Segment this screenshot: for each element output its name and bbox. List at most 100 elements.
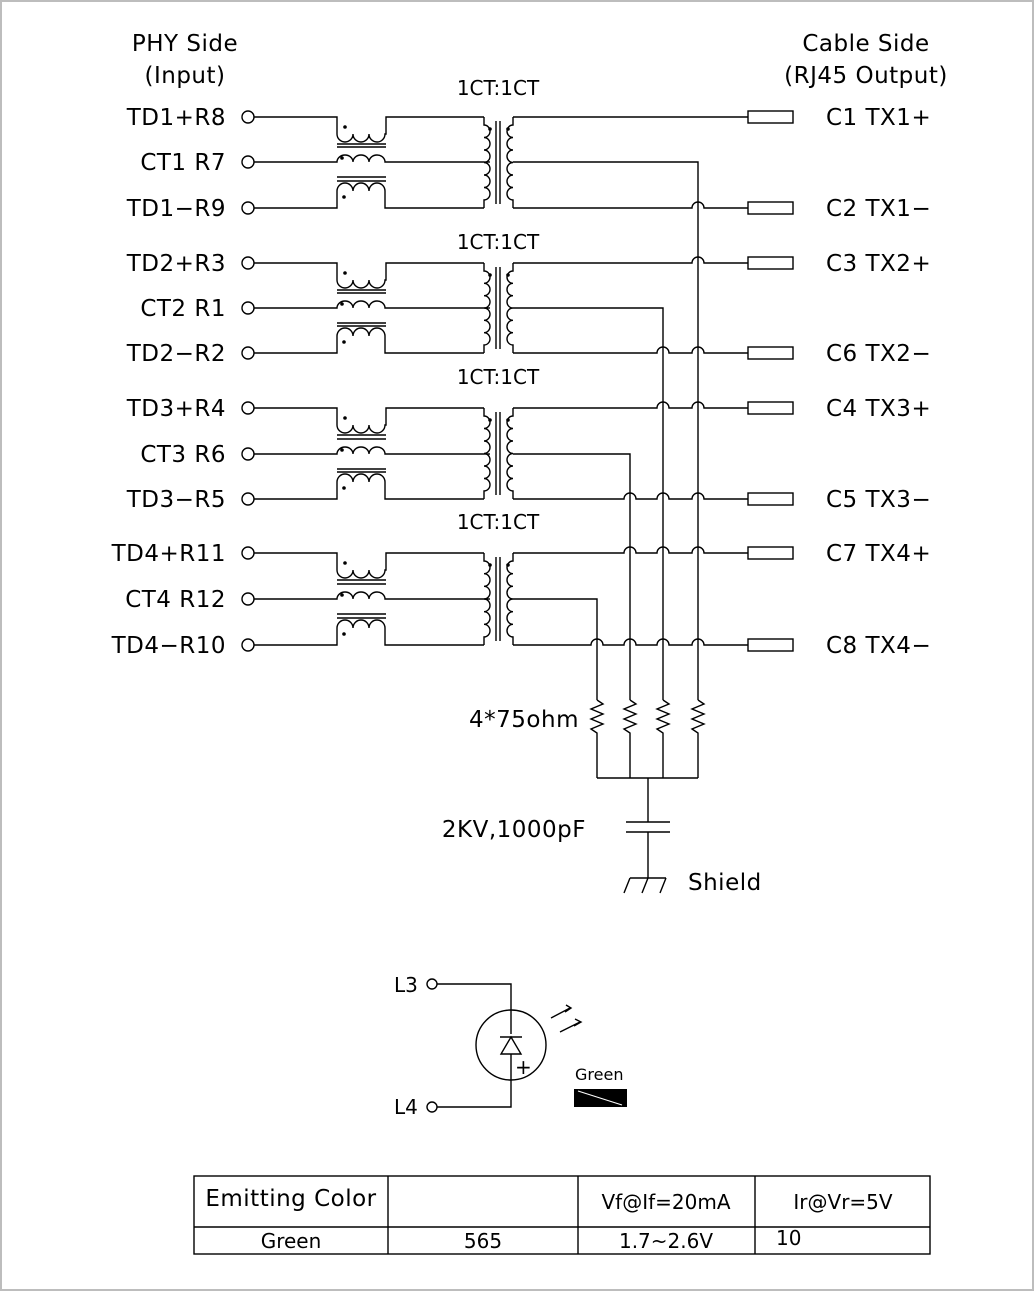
polarity-dot: [342, 195, 346, 199]
table-header-color: Emitting Color: [205, 1186, 376, 1212]
transformer-ratio-label: 1CT:1CT: [457, 365, 540, 389]
led-diode-symbol: [499, 1035, 523, 1055]
phy-side-title: PHY Side: [132, 31, 238, 57]
rj45-pin-label: C2 TX1−: [826, 196, 931, 222]
phy-pin-label: CT4 R12: [125, 587, 226, 613]
rj45-pin-terminal: [747, 638, 794, 652]
phy-pin-terminal: [241, 201, 255, 215]
secondary-dot: [506, 418, 510, 422]
termination-resistor: [589, 699, 605, 778]
primary-dot: [488, 418, 492, 422]
polarity-dot: [342, 486, 346, 490]
center-tap-line: [513, 453, 631, 700]
transformer-core: [495, 121, 501, 204]
primary-dot: [488, 563, 492, 567]
center-tap-line: [513, 307, 664, 700]
phy-pin-terminal: [241, 592, 255, 606]
shield-label: Shield: [688, 870, 762, 896]
rj45-pin-label: C5 TX3−: [826, 487, 931, 513]
secondary-dot: [506, 563, 510, 567]
phy-side-subtitle: (Input): [144, 63, 225, 89]
l4-terminal: [426, 1101, 438, 1113]
led-emission-arrow-2: [559, 1018, 583, 1033]
primary-dot: [488, 127, 492, 131]
table-cell-vf: 1.7~2.6V: [619, 1229, 713, 1253]
choke-winding: [254, 262, 484, 289]
phy-pin-terminal: [241, 401, 255, 415]
choke-winding: [254, 473, 484, 500]
choke-winding: [254, 619, 484, 646]
termination-resistor: [655, 699, 671, 778]
rj45-pin-terminal: [747, 346, 794, 360]
led-swatch-mark: [577, 1090, 623, 1106]
table-header-vf: Vf@If=20mA: [601, 1190, 730, 1214]
choke-core-lines: [337, 143, 386, 182]
led-wires: [437, 983, 512, 1108]
table-cell-color: Green: [261, 1229, 322, 1253]
phy-pin-label: TD4+R11: [111, 541, 226, 567]
primary-dot: [488, 273, 492, 277]
transformer-ratio-label: 1CT:1CT: [457, 76, 540, 100]
phy-pin-label: TD2−R2: [126, 341, 226, 367]
phy-pin-terminal: [241, 346, 255, 360]
polarity-dot: [343, 416, 347, 420]
transformer-core: [495, 557, 501, 641]
choke-winding: [254, 182, 484, 209]
table-cell-ir: 10: [776, 1226, 801, 1250]
polarity-dot: [340, 302, 344, 306]
output-wire: [513, 401, 748, 409]
choke-winding: [254, 446, 484, 455]
resistor-label: 4*75ohm: [469, 707, 579, 733]
choke-core-lines: [337, 289, 386, 327]
phy-pin-label: CT1 R7: [140, 150, 226, 176]
transformer-core: [495, 267, 501, 349]
phy-pin-terminal: [241, 638, 255, 652]
capacitor-label: 2KV,1000pF: [442, 817, 586, 843]
termination-resistor: [690, 699, 706, 778]
rj45-pin-label: C4 TX3+: [826, 396, 931, 422]
choke-winding: [254, 154, 484, 163]
cable-side-title: Cable Side: [802, 31, 929, 57]
led-color-label: Green: [575, 1065, 623, 1084]
table-frame: [193, 1175, 931, 1255]
rj45-pin-label: C6 TX2−: [826, 341, 931, 367]
phy-pin-terminal: [241, 447, 255, 461]
rj45-pin-terminal: [747, 110, 794, 124]
secondary-winding: [506, 553, 514, 645]
phy-pin-label: TD1−R9: [126, 196, 226, 222]
termination-resistor: [622, 699, 638, 778]
phy-pin-terminal: [241, 301, 255, 315]
phy-pin-label: CT2 R1: [140, 296, 226, 322]
secondary-dot: [506, 127, 510, 131]
shield-ground-symbol: [623, 877, 667, 894]
led-pin-l3: L3: [394, 973, 418, 997]
choke-winding: [254, 116, 484, 143]
rj45-pin-label: C1 TX1+: [826, 105, 931, 131]
phy-pin-label: TD3−R5: [126, 487, 226, 513]
led-emission-arrow-1: [550, 1004, 573, 1019]
phy-pin-label: TD1+R8: [126, 105, 226, 131]
led-body: [475, 1009, 547, 1081]
rj45-pin-terminal: [747, 201, 794, 215]
choke-winding: [254, 552, 484, 579]
phy-pin-terminal: [241, 546, 255, 560]
rj45-pin-label: C7 TX4+: [826, 541, 931, 567]
polarity-dot: [340, 593, 344, 597]
polarity-dot: [343, 125, 347, 129]
rj45-pin-terminal: [747, 492, 794, 506]
polarity-dot: [340, 156, 344, 160]
choke-winding: [254, 327, 484, 354]
choke-core-lines: [337, 579, 386, 619]
rj45-pin-label: C8 TX4−: [826, 633, 931, 659]
phy-pin-terminal: [241, 155, 255, 169]
led-plus: +: [515, 1055, 532, 1079]
phy-pin-label: TD2+R3: [126, 251, 226, 277]
rj45-outputs: C1 TX1+C2 TX1−C3 TX2+C6 TX2−C4 TX3+C5 TX…: [513, 105, 931, 659]
phy-pin-terminal: [241, 110, 255, 124]
phy-pin-label: TD4−R10: [111, 633, 226, 659]
center-tap-line: [513, 598, 598, 700]
choke-core-lines: [337, 434, 386, 473]
